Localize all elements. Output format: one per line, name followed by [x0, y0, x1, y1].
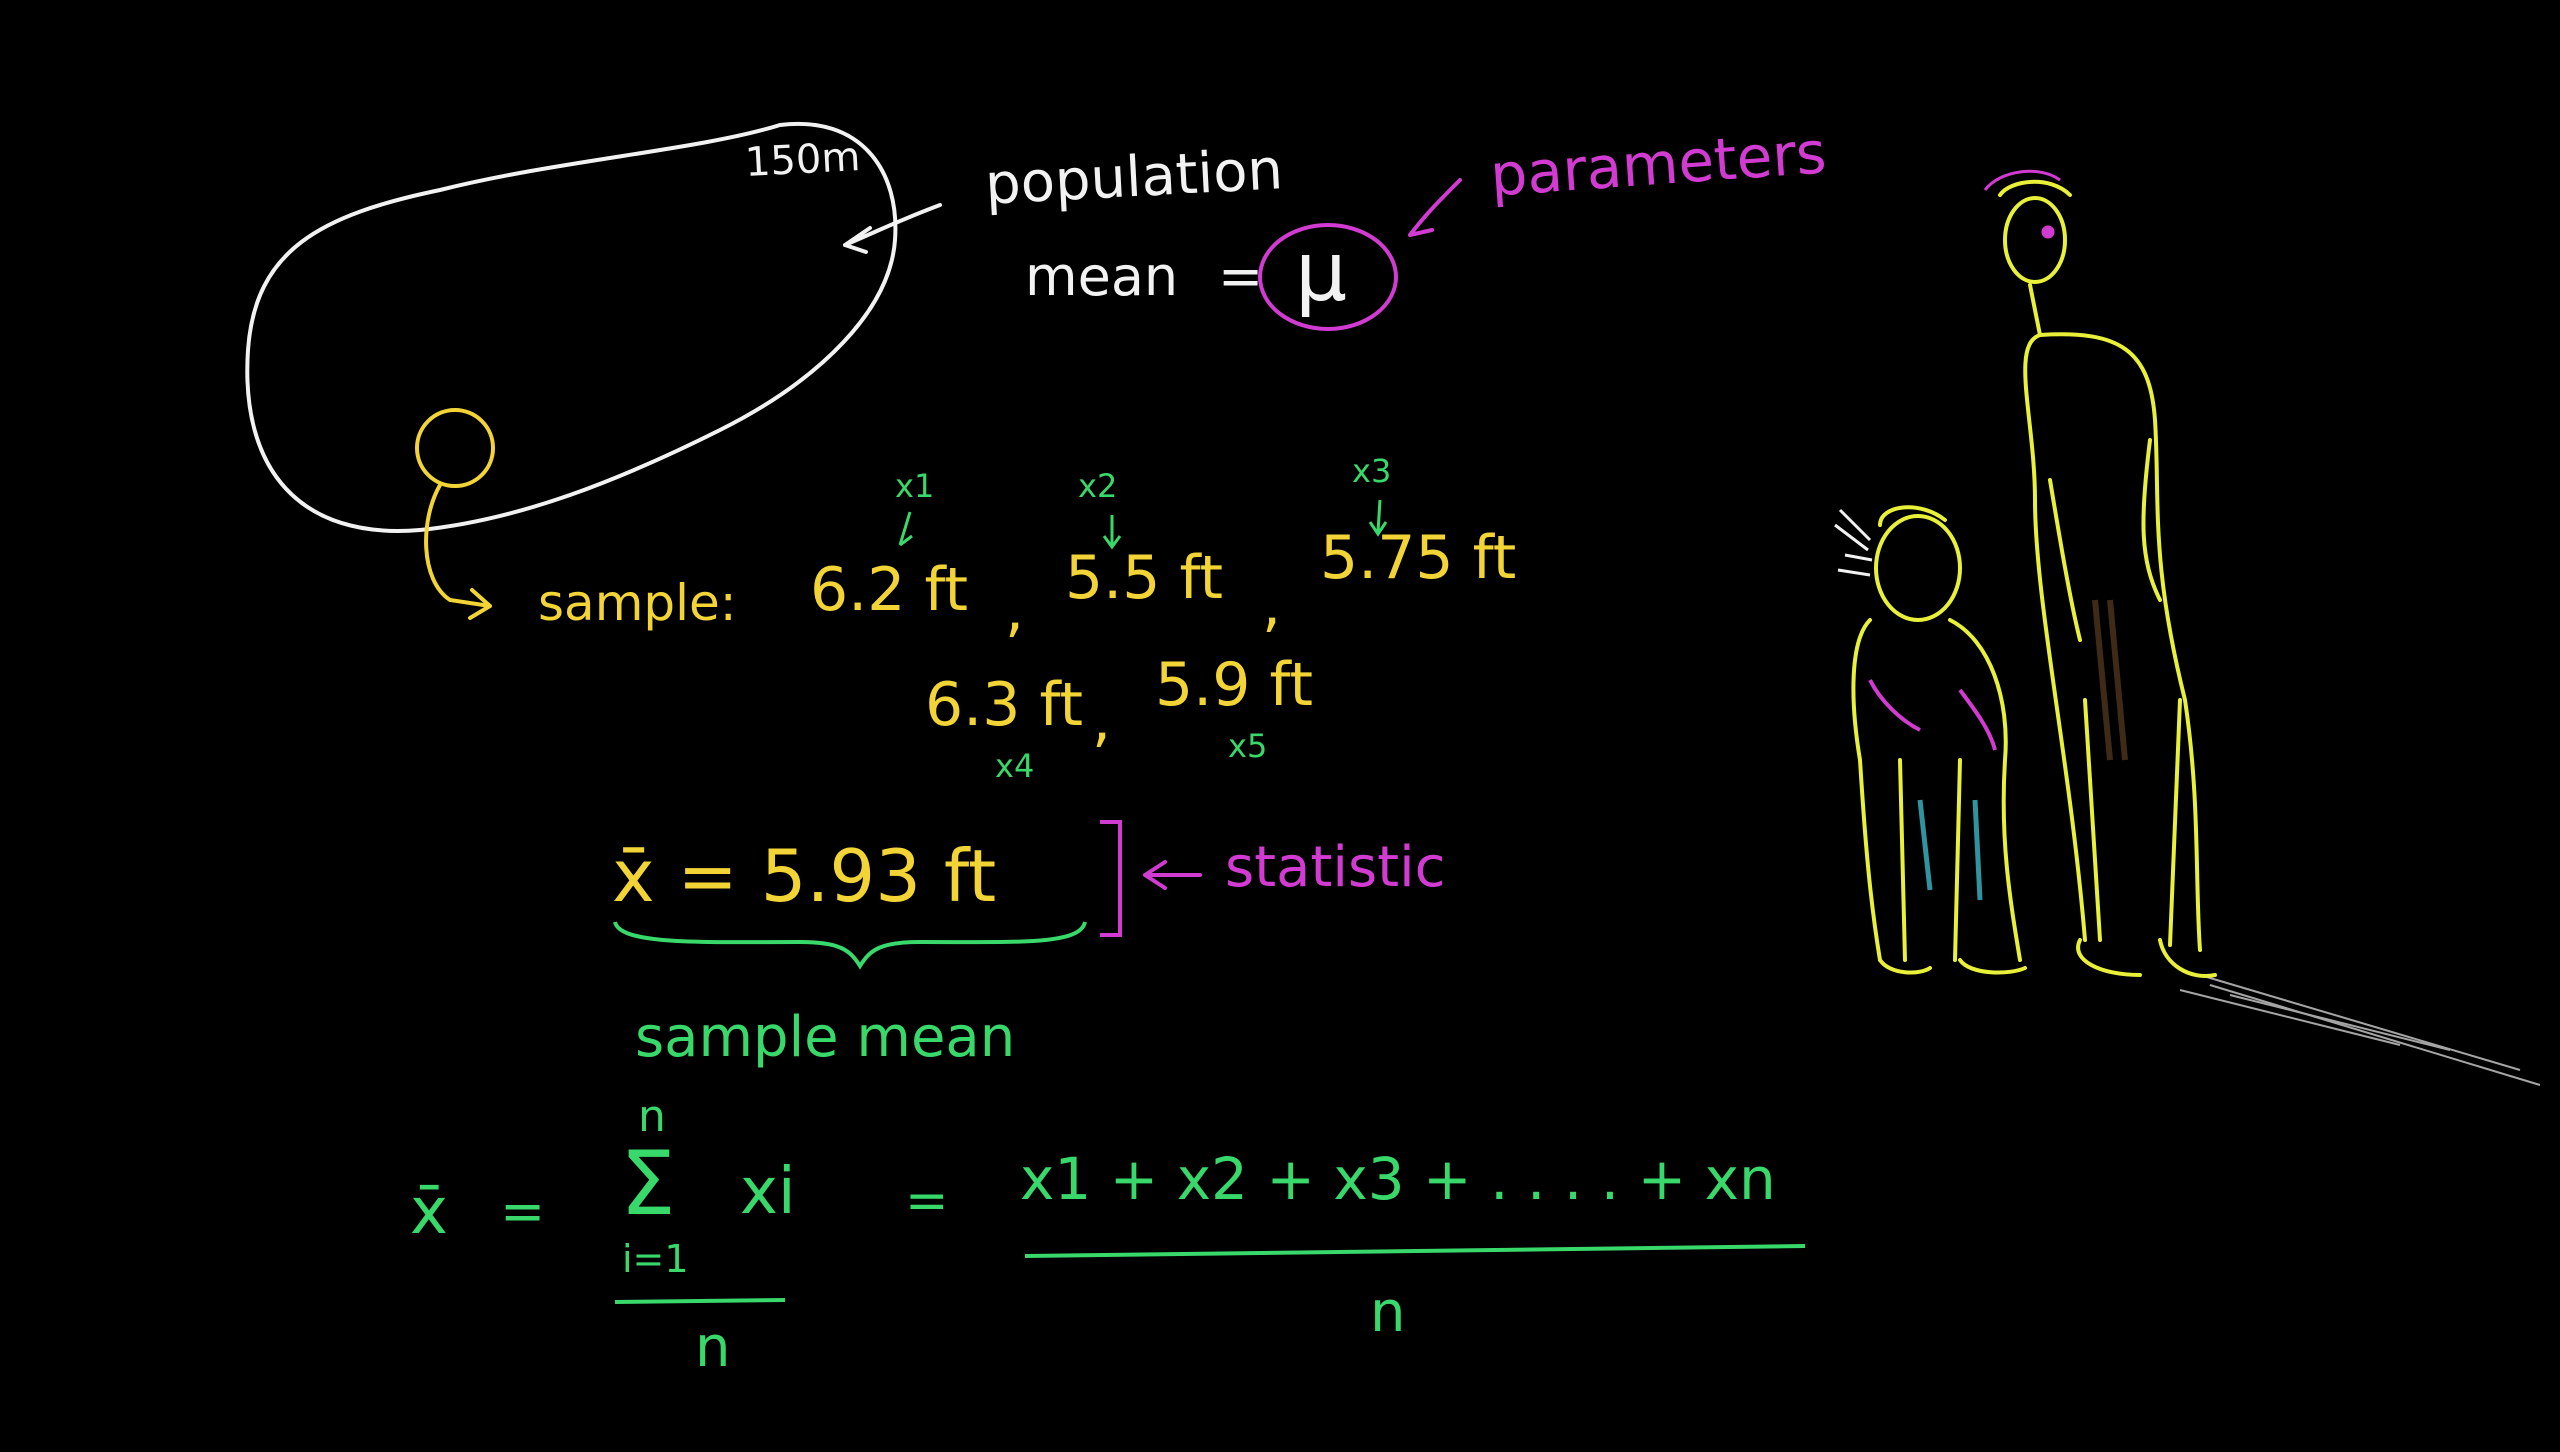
index-x4: x4	[995, 747, 1035, 785]
sum-upper-limit: n	[638, 1091, 666, 1142]
sample-comma-1: ,	[1005, 575, 1025, 645]
index-x1: x1	[895, 467, 935, 505]
sample-mean-label: sample mean	[635, 1005, 1016, 1070]
sample-circle	[415, 408, 495, 488]
sample-arrow	[424, 483, 492, 620]
x2-arrow	[1102, 515, 1122, 550]
x3-arrow	[1368, 499, 1388, 537]
ground-shadow	[2179, 974, 2541, 1086]
sample-value-2: 5.5 ft	[1065, 543, 1224, 613]
population-label: population	[983, 137, 1285, 218]
index-x2: x2	[1078, 467, 1118, 505]
left-fraction-line	[614, 1298, 786, 1304]
right-fraction-line	[1024, 1244, 1806, 1258]
right-denominator: n	[1370, 1280, 1406, 1345]
population-arrow	[843, 203, 942, 254]
sample-comma-3: ,	[1092, 685, 1112, 755]
mu-circle	[1258, 223, 1398, 331]
formula-equals-1: =	[500, 1180, 546, 1243]
formula-numerator: x1 + x2 + x3 + . . . . + xn	[1020, 1145, 1776, 1213]
index-x5: x5	[1228, 727, 1268, 765]
mean-equals: =	[1218, 245, 1264, 308]
formula-equals-2: =	[905, 1171, 949, 1231]
sigma-symbol: Σ	[620, 1132, 676, 1235]
sample-mean-brace	[613, 921, 1087, 970]
x1-arrow	[898, 511, 913, 547]
sample-value-4: 6.3 ft	[925, 670, 1084, 740]
sample-value-1: 6.2 ft	[810, 555, 969, 625]
mean-label: mean	[1025, 245, 1179, 308]
sample-label: sample:	[538, 574, 737, 632]
statistic-bracket	[1100, 820, 1122, 937]
statistic-arrow	[1143, 860, 1202, 890]
sample-value-5: 5.9 ft	[1155, 650, 1314, 720]
sample-mean-equation: x̄ = 5.93 ft	[612, 834, 997, 918]
index-x3: x3	[1352, 452, 1392, 490]
population-blob	[245, 121, 898, 533]
sample-comma-2: ,	[1262, 570, 1282, 640]
sample-value-3: 5.75 ft	[1320, 523, 1517, 593]
left-denominator: n	[695, 1315, 731, 1380]
sum-term: xi	[740, 1155, 796, 1229]
formula-xbar: x̄	[410, 1175, 448, 1249]
parameters-arrow	[1408, 178, 1462, 237]
tall-person-figure	[1998, 179, 2217, 978]
sum-lower-limit: i=1	[622, 1237, 689, 1281]
population-size-label: 150m	[743, 134, 862, 186]
mu-symbol: μ	[1295, 225, 1348, 320]
small-person-figure	[1851, 505, 2027, 975]
statistic-label: statistic	[1225, 835, 1446, 900]
